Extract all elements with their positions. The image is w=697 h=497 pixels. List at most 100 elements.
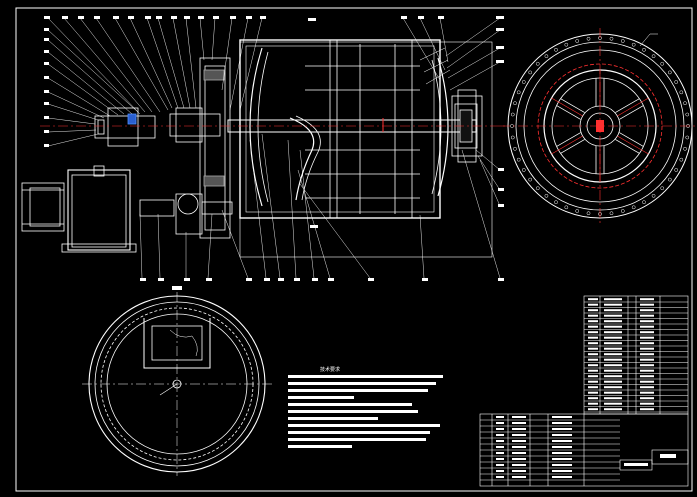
- title-cell-text: [496, 452, 504, 454]
- title-cell-text: [512, 458, 526, 460]
- parts-cell-text: [588, 314, 598, 317]
- parts-cell-text: [604, 408, 622, 411]
- bolt-hole: [631, 42, 636, 47]
- parts-cell-text: [640, 298, 654, 301]
- bolt-hole: [513, 101, 517, 106]
- parts-cell-text: [604, 358, 622, 361]
- parts-cell-text: [604, 325, 622, 328]
- parts-cell-text: [604, 397, 622, 400]
- title-cell-text: [496, 440, 504, 442]
- parts-cell-text: [640, 309, 654, 312]
- title-cell-text: [512, 428, 526, 430]
- bolt-hole: [516, 90, 521, 95]
- coupling-left: [94, 107, 156, 147]
- leader-lines-left: [47, 29, 141, 147]
- bolt-hole: [535, 186, 540, 191]
- parts-cell-text: [588, 336, 598, 339]
- title-cell-text: [512, 422, 526, 424]
- parts-cell-text: [588, 391, 598, 394]
- parts-cell-text: [604, 369, 622, 372]
- parts-cell-text: [640, 408, 654, 411]
- title-cell-text: [512, 476, 526, 478]
- parts-cell-text: [640, 325, 654, 328]
- bolt-hole: [685, 135, 690, 140]
- title-cell-text: [552, 458, 572, 460]
- title-cell-text: [496, 464, 504, 466]
- bolt-hole: [631, 205, 636, 210]
- requirement-text-lines: [288, 375, 443, 448]
- parts-cell-text: [588, 386, 598, 389]
- title-cell-text: [496, 446, 504, 448]
- parts-cell-text: [588, 353, 598, 356]
- parts-cell-text: [588, 397, 598, 400]
- parts-cell-text: [640, 303, 654, 306]
- spoke: [556, 98, 585, 120]
- parts-cell-text: [588, 369, 598, 372]
- bolt-hole: [575, 209, 580, 213]
- parts-cell-text: [640, 364, 654, 367]
- bolt-hole: [679, 157, 684, 162]
- parts-cell-text: [604, 347, 622, 350]
- bolt-hole: [521, 168, 526, 172]
- bolt-hole: [516, 157, 521, 162]
- bolt-hole: [685, 112, 690, 117]
- parts-cell-text: [588, 408, 598, 411]
- title-cell-text: [512, 446, 526, 448]
- parts-cell-text: [640, 397, 654, 400]
- technical-requirements: 技术要求: [288, 366, 443, 448]
- bolt-hole: [679, 90, 684, 95]
- parts-cell-text: [640, 347, 654, 350]
- spoke: [615, 98, 644, 120]
- title-cell-text: [552, 446, 572, 448]
- parts-cell-text: [604, 336, 622, 339]
- bolt-hole: [528, 70, 533, 75]
- leader-lines-bottom: [139, 133, 501, 279]
- bolt-hole: [620, 39, 625, 43]
- parts-cell-text: [640, 380, 654, 383]
- leader-lines-top: [47, 17, 501, 113]
- bolt-hole: [554, 47, 558, 52]
- title-cell-text: [496, 428, 504, 430]
- parts-cell-text: [640, 358, 654, 361]
- parts-cell-text: [604, 402, 622, 405]
- title-cell-text: [552, 422, 572, 424]
- parts-cell-text: [604, 303, 622, 306]
- title-cell-text: [552, 428, 572, 430]
- parts-cell-text: [640, 369, 654, 372]
- title-cell-text: [552, 416, 572, 418]
- parts-cell-text: [588, 347, 598, 350]
- part-number-ticks: [44, 16, 504, 281]
- parts-cell-text: [640, 331, 654, 334]
- title-cell-text: [512, 452, 526, 454]
- drawing-border: [15, 7, 693, 492]
- spoke-centerline: [551, 135, 583, 155]
- spoke-centerline: [617, 97, 649, 117]
- bolt-hole: [564, 205, 569, 210]
- title-cell-text: [512, 440, 526, 442]
- title-cell-text: [552, 470, 572, 472]
- parts-cell-text: [604, 364, 622, 367]
- parts-cell-text: [588, 364, 598, 367]
- motor-reducer: [21, 165, 233, 253]
- bolt-hole: [683, 146, 687, 151]
- parts-cell-text: [588, 358, 598, 361]
- parts-cell-text: [588, 342, 598, 345]
- title-cell-text: [552, 434, 572, 436]
- wheel-spokes: [551, 70, 649, 182]
- parts-cell-text: [588, 320, 598, 323]
- bolt-hole: [586, 36, 591, 41]
- section-view: [82, 286, 272, 476]
- parts-cell-text: [588, 303, 598, 306]
- title-cell-text: [552, 452, 572, 454]
- bolt-hole: [510, 112, 515, 117]
- bolt-hole: [609, 36, 614, 41]
- bolt-hole: [660, 186, 665, 191]
- wheel-centerlines: [500, 28, 697, 224]
- bolt-hole: [683, 101, 687, 106]
- bolt-hole: [554, 200, 558, 205]
- technical-requirements-title: 技术要求: [320, 366, 340, 373]
- drum-body: [239, 39, 451, 219]
- parts-cell-text: [640, 342, 654, 345]
- bolt-hole: [564, 42, 569, 47]
- bolt-hole: [513, 146, 517, 151]
